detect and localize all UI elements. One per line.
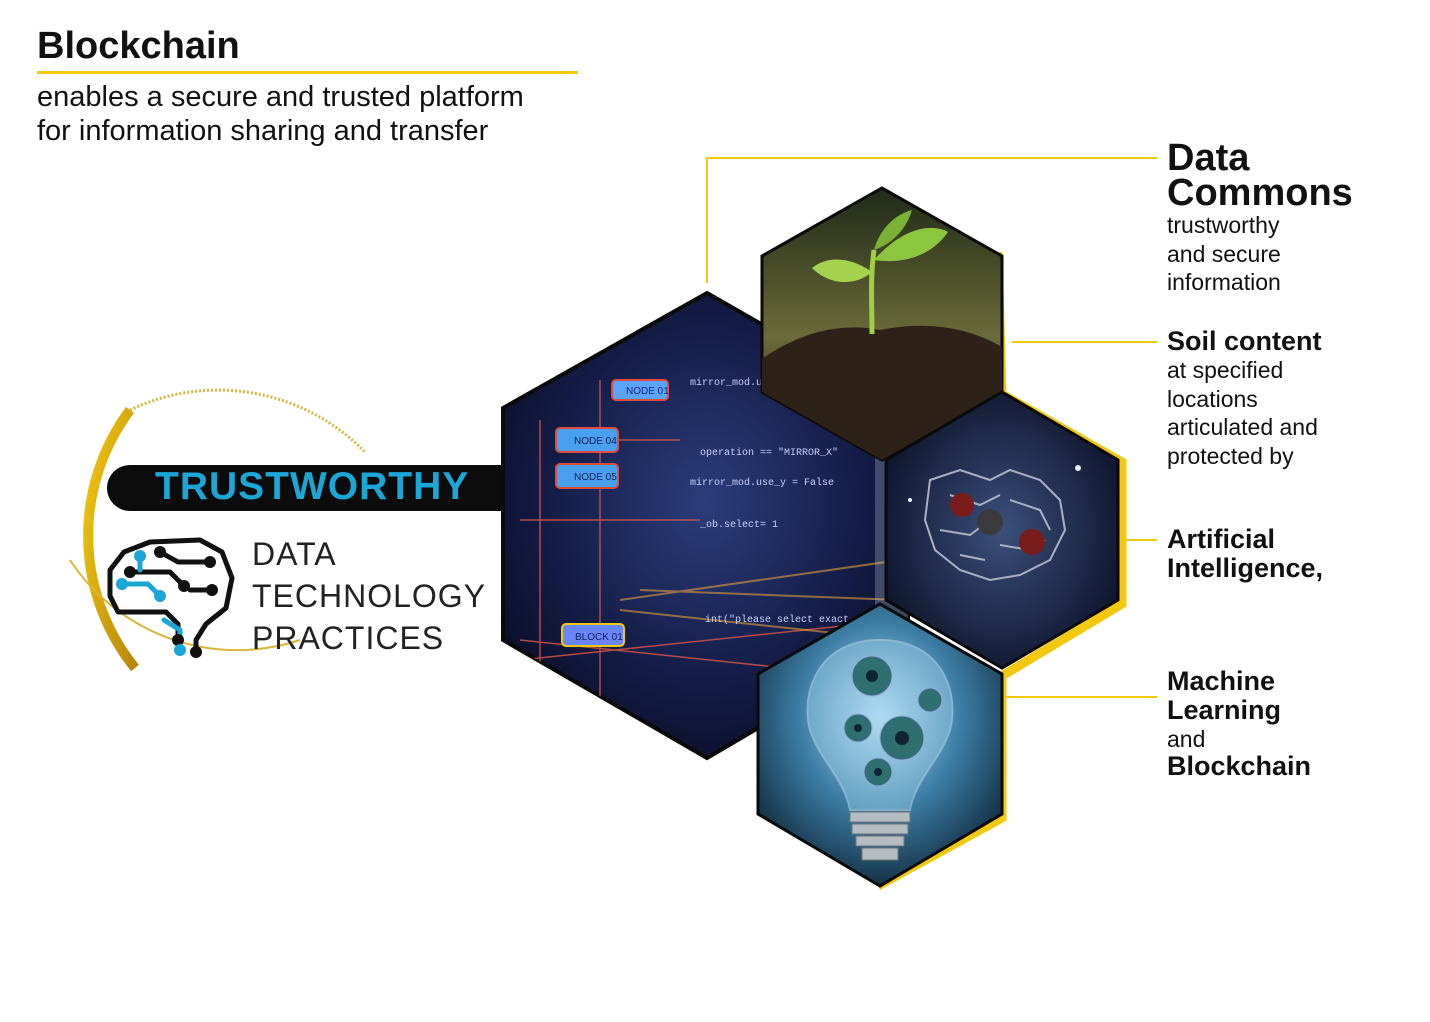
- lightbulb-hexagon: [756, 602, 1004, 888]
- data-commons-body-line-1: trustworthy: [1167, 212, 1280, 238]
- soil-body-line-1: at specified: [1167, 357, 1284, 383]
- data-commons-body-line-3: information: [1167, 269, 1281, 295]
- trustworthy-banner: [107, 465, 515, 511]
- circuit-brain-icon: [908, 465, 1081, 582]
- data-commons-heading: Data Commons: [1167, 137, 1353, 214]
- soil-content-heading: Soil content: [1167, 326, 1322, 356]
- practices-text: DATA TECHNOLOGY PRACTICES: [252, 533, 486, 659]
- code-line-5: int("please select exact: [705, 614, 849, 626]
- data-commons-body: trustworthy and secure information: [1167, 211, 1281, 297]
- soil-body-line-3: articulated and: [1167, 414, 1318, 440]
- sprout-icon: [812, 210, 948, 335]
- ml-conjunction: and: [1167, 726, 1206, 752]
- node-label-01: NODE 01: [626, 386, 669, 397]
- soil-body-line-2: locations: [1167, 385, 1258, 412]
- data-commons-heading-line-2: Commons: [1167, 172, 1353, 214]
- ml-heading-line-1: Machine: [1167, 666, 1276, 696]
- ai-heading: Artificial Intelligence,: [1167, 525, 1407, 583]
- code-line-2: operation == "MIRROR_X": [700, 447, 838, 459]
- practices-line-1: DATA: [252, 536, 337, 572]
- ml-heading-line-2: Learning: [1167, 695, 1282, 725]
- node-label-04: NODE 04: [574, 436, 617, 447]
- ml-heading-blockchain: Blockchain: [1167, 751, 1312, 781]
- ml-heading: Machine Learning: [1167, 667, 1367, 725]
- soil-body-line-4: protected by: [1167, 442, 1294, 469]
- badge-ring-outer: [83, 407, 139, 672]
- data-commons-heading-line-1: Data: [1167, 137, 1250, 179]
- node-label-05: NODE 05: [574, 472, 617, 483]
- page-title: Blockchain: [37, 25, 240, 67]
- soil-content-body: at specified locations articulated and p…: [1167, 356, 1318, 470]
- brain-circuit-icon: [107, 537, 235, 658]
- trustworthy-title: TRUSTWORTHY: [155, 465, 470, 508]
- ai-hexagon: [884, 390, 1120, 670]
- data-commons-body-line-2: and secure: [1167, 240, 1281, 267]
- ai-heading-line-1: Artificial: [1167, 524, 1276, 554]
- block-label-01: BLOCK 01: [575, 632, 623, 643]
- badge-ring-thin: [129, 388, 367, 454]
- practices-line-2: TECHNOLOGY: [252, 578, 487, 614]
- subtitle-line-1: enables a secure and trusted platform: [37, 81, 524, 113]
- connector-data-commons: [706, 157, 1157, 283]
- badge-ring-inner: [69, 559, 301, 652]
- ai-heading-line-2: Intelligence,: [1167, 553, 1324, 583]
- title-underline: [37, 71, 578, 74]
- subtitle-line-2: for information sharing and transfer: [37, 115, 489, 147]
- practices-line-3: PRACTICES: [252, 620, 445, 656]
- page-subtitle: enables a secure and trusted platform fo…: [37, 80, 657, 148]
- code-line-3: mirror_mod.use_y = False: [690, 477, 834, 489]
- code-line-4: _ob.select= 1: [699, 519, 778, 531]
- lightbulb-gears-icon: [806, 638, 954, 861]
